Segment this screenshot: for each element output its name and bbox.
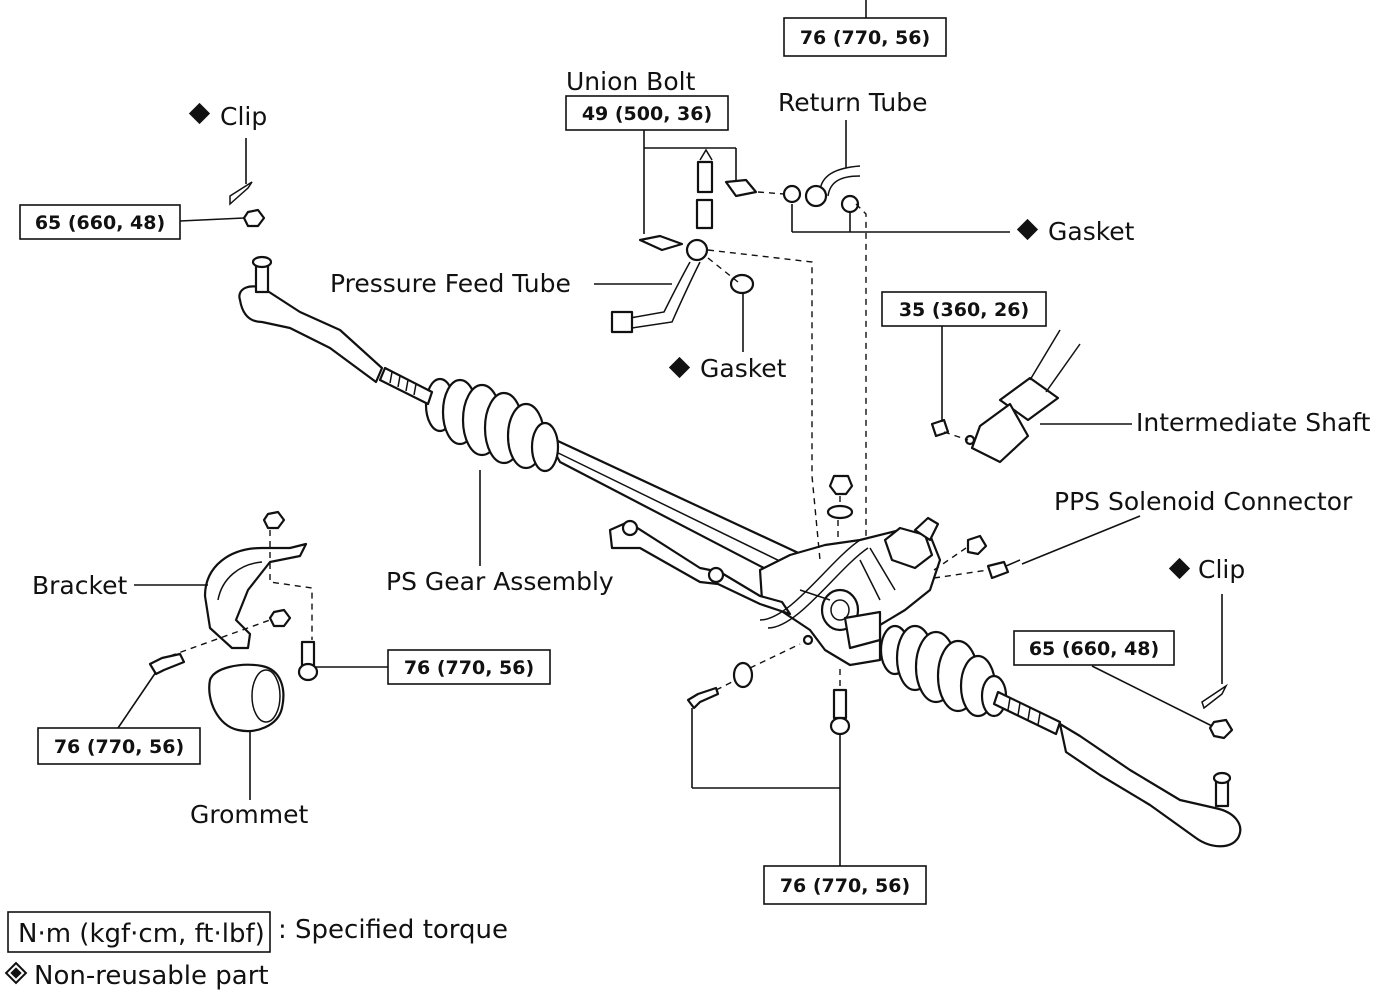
leader-lines	[117, 0, 1223, 866]
label-ps-gear-assembly: PS Gear Assembly	[386, 567, 614, 596]
legend-non-reusable: Non-reusable part	[34, 961, 269, 991]
left-boot	[424, 377, 560, 473]
grommet-drawing	[208, 663, 285, 733]
rack-tubes	[608, 519, 869, 629]
torque-intermediate-shaft-text: 35 (360, 26)	[899, 299, 1029, 321]
torque-bottom-text: 76 (770, 56)	[780, 875, 910, 897]
torque-box-bracket-right: 76 (770, 56)	[387, 649, 551, 685]
right-boot	[879, 624, 1008, 718]
torque-right-tie-rod-text: 65 (660, 48)	[1029, 638, 1159, 660]
label-return-tube: Return Tube	[778, 88, 927, 117]
torque-top-text: 76 (770, 56)	[800, 27, 930, 49]
label-intermediate-shaft: Intermediate Shaft	[1136, 408, 1371, 437]
label-pps-solenoid-connector: PPS Solenoid Connector	[1054, 487, 1353, 516]
label-pressure-feed-tube: Pressure Feed Tube	[330, 269, 571, 298]
legend: N·m (kgf·cm, ft·lbf) : Specified torque …	[4, 911, 508, 991]
left-tie-rod	[238, 255, 434, 406]
torque-box-top: 76 (770, 56)	[783, 17, 947, 57]
ps-gear-assembly-drawing	[238, 255, 1242, 848]
legend-torque-unit: N·m (kgf·cm, ft·lbf)	[18, 919, 265, 949]
label-grommet: Grommet	[190, 800, 308, 829]
torque-box-union-bolt: 49 (500, 36)	[565, 95, 729, 131]
label-gasket-top: Gasket	[1048, 217, 1135, 246]
diamond-icon-clip-right	[1168, 557, 1191, 580]
torque-box-bracket-left: 76 (770, 56)	[37, 727, 201, 765]
torque-box-left-tie-rod: 65 (660, 48)	[19, 204, 181, 240]
pressure-return-tubes	[610, 148, 861, 334]
label-union-bolt: Union Bolt	[566, 67, 696, 96]
torque-union-bolt-text: 49 (500, 36)	[582, 103, 712, 125]
diamond-icon-gasket-top	[1016, 218, 1039, 241]
label-bracket: Bracket	[32, 571, 127, 600]
diamond-icon-clip-top	[188, 102, 211, 125]
label-clip-top: Clip	[220, 102, 267, 131]
torque-bracket-right-text: 76 (770, 56)	[404, 657, 534, 679]
right-tie-rod	[992, 690, 1242, 848]
pps-connector-drawing	[966, 534, 1021, 580]
diamond-icon-gasket-mid	[668, 356, 691, 379]
non-reusable-star-icon	[4, 961, 28, 985]
torque-box-intermediate-shaft: 35 (360, 26)	[881, 291, 1047, 327]
intermediate-shaft-drawing	[930, 329, 1081, 464]
label-gasket-mid: Gasket	[700, 354, 787, 383]
torque-box-right-tie-rod: 65 (660, 48)	[1013, 630, 1175, 666]
label-clip-right: Clip	[1198, 555, 1245, 584]
torque-left-tie-rod-text: 65 (660, 48)	[35, 212, 165, 234]
gear-mount-hardware	[686, 474, 854, 736]
gear-housing	[758, 516, 942, 667]
torque-box-bottom: 76 (770, 56)	[763, 865, 927, 905]
left-clip-drawing	[229, 181, 266, 228]
bracket-drawing	[148, 510, 319, 682]
right-clip-drawing	[1201, 683, 1234, 740]
legend-torque-desc: : Specified torque	[278, 915, 508, 945]
dashed-lines	[169, 191, 989, 691]
torque-bracket-left-text: 76 (770, 56)	[54, 736, 184, 758]
